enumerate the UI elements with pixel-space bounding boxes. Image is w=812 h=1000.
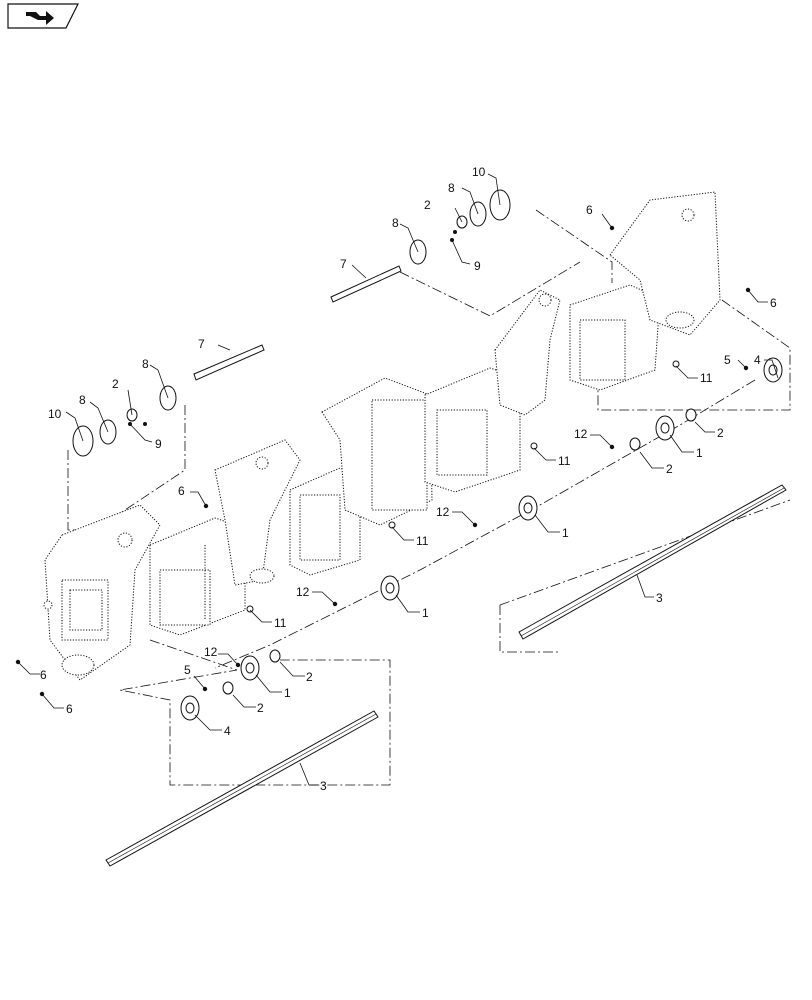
manual-book-arrow-icon[interactable] <box>7 3 79 29</box>
callout-8: 8 <box>79 393 86 407</box>
callout-9: 9 <box>474 259 481 273</box>
leader-lines <box>17 173 779 786</box>
callout-2: 2 <box>306 670 313 684</box>
pin-7-right <box>330 265 402 303</box>
callout-12: 12 <box>204 645 218 659</box>
callout-8: 8 <box>142 357 149 371</box>
callout-11: 11 <box>416 534 429 548</box>
shaft-3-right <box>518 484 787 640</box>
callout-7: 7 <box>340 257 347 271</box>
callout-8: 8 <box>392 216 399 230</box>
callout-6: 6 <box>586 203 593 217</box>
callout-12: 12 <box>296 585 310 599</box>
frame-right-box <box>569 284 661 391</box>
callout-2: 2 <box>424 198 431 212</box>
shaft-3-left <box>105 710 379 867</box>
callout-12: 12 <box>436 505 450 519</box>
callout-5: 5 <box>184 663 191 677</box>
frame-right-arm <box>494 289 561 416</box>
callout-11: 11 <box>558 454 571 468</box>
callout-2: 2 <box>666 462 673 476</box>
callout-1: 1 <box>284 686 291 700</box>
callout-6: 6 <box>770 296 777 310</box>
callout-4: 4 <box>754 353 761 367</box>
callout-1: 1 <box>696 446 703 460</box>
callout-9: 9 <box>155 437 162 451</box>
callout-1: 1 <box>562 526 569 540</box>
callout-6: 6 <box>66 702 73 716</box>
frame-left-end-plate <box>43 504 161 681</box>
callout-5: 5 <box>724 353 731 367</box>
callout-2: 2 <box>717 426 724 440</box>
callout-10: 10 <box>472 165 486 179</box>
callout-10: 10 <box>48 407 62 421</box>
callout-2: 2 <box>112 377 119 391</box>
frame-center-plate <box>321 377 433 526</box>
frame-center-right-box <box>424 367 521 493</box>
callout-11: 11 <box>700 371 713 385</box>
callout-11: 11 <box>274 616 287 630</box>
callout-7: 7 <box>198 337 205 351</box>
callout-2: 2 <box>257 701 264 715</box>
callout-4: 4 <box>224 724 231 738</box>
frame-left-box <box>149 517 246 636</box>
callout-8: 8 <box>448 181 455 195</box>
frame-right-end-plate <box>609 191 721 336</box>
callout-6: 6 <box>178 484 185 498</box>
pin-7-left <box>193 344 265 381</box>
callout-3: 3 <box>656 591 663 605</box>
callout-12: 12 <box>574 427 588 441</box>
callout-3: 3 <box>320 779 327 793</box>
callout-1: 1 <box>422 606 429 620</box>
frame-center-left-box <box>289 467 361 576</box>
frame-left-arm <box>214 439 301 586</box>
callout-6: 6 <box>40 668 47 682</box>
